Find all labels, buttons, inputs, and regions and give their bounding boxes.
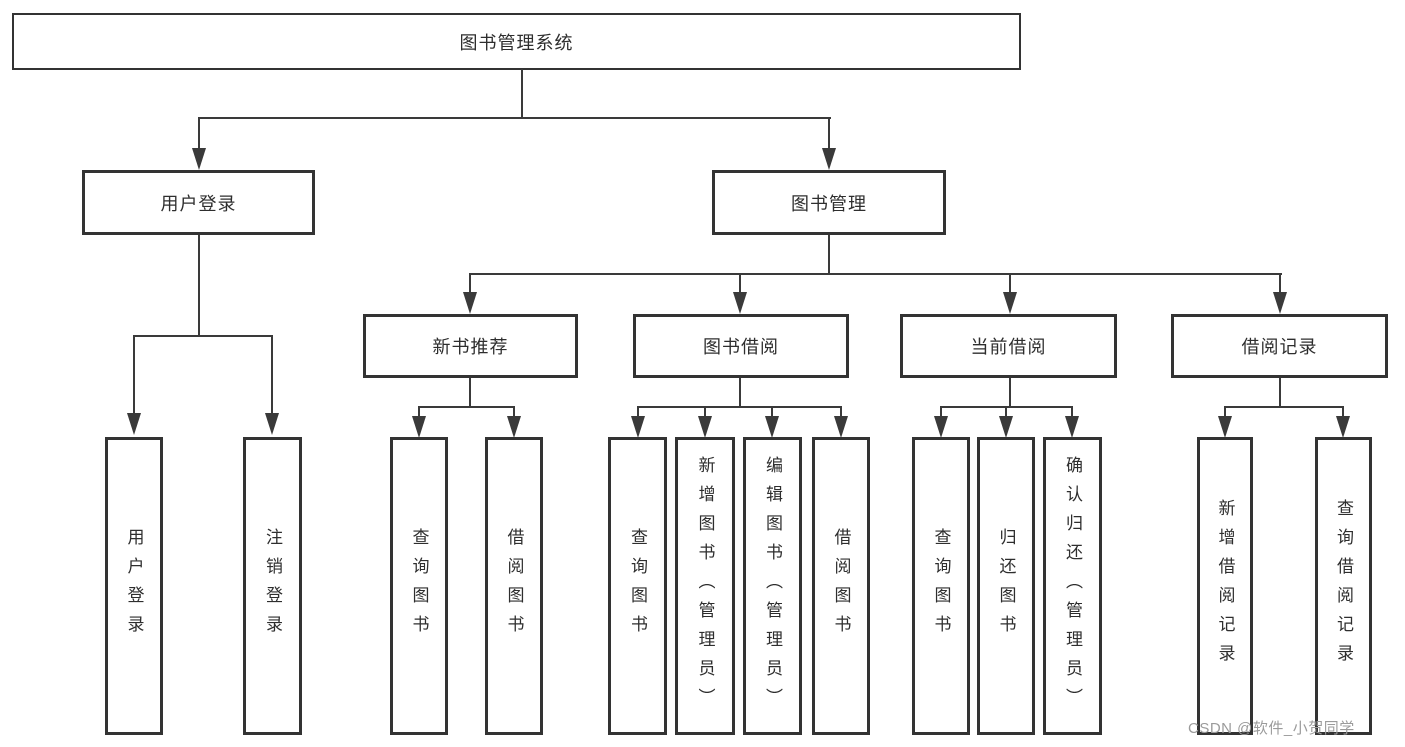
connector-arrow-shaft — [513, 406, 515, 418]
arrow-head — [1003, 292, 1017, 314]
arrow-head — [1336, 416, 1350, 438]
leaf-logout-label: 注销登录 — [263, 528, 282, 644]
connector-userlogin-span — [133, 335, 273, 337]
node-library-system-label: 图书管理系统 — [459, 32, 574, 53]
node-borrow-records: 借阅记录 — [1171, 314, 1388, 378]
leaf-query-borrow-record-label: 查询借阅记录 — [1334, 499, 1353, 673]
arrow-head — [127, 413, 141, 435]
node-user-login-branch: 用户登录 — [82, 170, 315, 235]
node-current-borrow-label: 当前借阅 — [970, 337, 1047, 357]
arrow-head — [265, 413, 279, 435]
leaf-return-books: 归还图书 — [977, 437, 1035, 735]
leaf-logout: 注销登录 — [243, 437, 302, 735]
leaf-query-borrow-record: 查询借阅记录 — [1315, 437, 1372, 735]
leaf-borrow-books-label: 借阅图书 — [831, 528, 851, 644]
node-book-borrow: 图书借阅 — [633, 314, 849, 378]
connector-arrow-shaft — [828, 117, 830, 150]
leaf-confirm-return-admin-label: 确认归还（管理员） — [1063, 455, 1082, 717]
leaf-confirm-return-admin: 确认归还（管理员） — [1043, 437, 1102, 735]
connector-arrow-shaft — [1005, 406, 1007, 418]
node-book-management: 图书管理 — [712, 170, 946, 235]
connector-group-drop — [739, 378, 741, 408]
arrow-head — [192, 148, 206, 170]
node-new-book-recommend: 新书推荐 — [363, 314, 578, 378]
leaf-query-books-recommend: 查询图书 — [390, 437, 448, 735]
node-new-book-recommend-label: 新书推荐 — [432, 337, 509, 357]
leaf-edit-books-admin: 编辑图书（管理员） — [743, 437, 802, 735]
leaf-borrow-books-recommend: 借阅图书 — [485, 437, 543, 735]
leaf-add-books-admin-label: 新增图书（管理员） — [695, 455, 715, 717]
arrow-head — [698, 416, 712, 438]
connector-bookmgmt-span — [469, 273, 1282, 275]
connector-arrow-shaft — [704, 406, 706, 418]
connector-arrow-shaft — [1009, 273, 1011, 294]
leaf-borrow-books: 借阅图书 — [812, 437, 870, 735]
leaf-add-books-admin: 新增图书（管理员） — [675, 437, 735, 735]
connector-userlogin-drop — [198, 235, 200, 337]
connector-arrow-shaft — [739, 273, 741, 294]
leaf-borrow-books-recommend-label: 借阅图书 — [504, 528, 524, 644]
connector-group-span — [637, 406, 842, 408]
arrow-head — [934, 416, 948, 438]
leaf-add-borrow-record: 新增借阅记录 — [1197, 437, 1253, 735]
arrow-head — [1065, 416, 1079, 438]
connector-arrow-shaft — [940, 406, 942, 418]
connector-arrow-shaft — [771, 406, 773, 418]
leaf-query-books-recommend-label: 查询图书 — [409, 528, 429, 644]
connector-group-drop — [1009, 378, 1011, 408]
leaf-query-books-borrow-label: 查询图书 — [628, 528, 647, 644]
node-library-system: 图书管理系统 — [12, 13, 1021, 70]
connector-group-drop — [1279, 378, 1281, 408]
leaf-return-books-label: 归还图书 — [996, 528, 1016, 644]
arrow-head — [834, 416, 848, 438]
connector-arrow-shaft — [198, 117, 200, 150]
arrow-head — [1273, 292, 1287, 314]
connector-group-drop — [469, 378, 471, 408]
leaf-query-books-borrow: 查询图书 — [608, 437, 667, 735]
node-book-management-label: 图书管理 — [791, 193, 867, 214]
connector-arrow-shaft — [1224, 406, 1226, 418]
connector-arrow-shaft — [1071, 406, 1073, 418]
connector-arrow-shaft — [418, 406, 420, 418]
arrow-head — [631, 416, 645, 438]
node-book-borrow-label: 图书借阅 — [703, 337, 779, 357]
connector-arrow-shaft — [1342, 406, 1344, 418]
arrow-head — [463, 292, 477, 314]
connector-group-span — [418, 406, 515, 408]
node-current-borrow: 当前借阅 — [900, 314, 1117, 378]
leaf-edit-books-admin-label: 编辑图书（管理员） — [763, 455, 782, 717]
arrow-head — [412, 416, 426, 438]
leaf-add-borrow-record-label: 新增借阅记录 — [1215, 499, 1235, 673]
arrow-head — [999, 416, 1013, 438]
arrow-head — [733, 292, 747, 314]
arrow-head — [765, 416, 779, 438]
arrow-head — [822, 148, 836, 170]
leaf-query-books-current-label: 查询图书 — [931, 528, 951, 644]
connector-arrow-shaft — [637, 406, 639, 418]
connector-arrow-shaft — [469, 273, 471, 294]
leaf-user-login-label: 用户登录 — [124, 528, 144, 644]
arrow-head — [507, 416, 521, 438]
connector-arrow-shaft — [133, 335, 135, 415]
node-borrow-records-label: 借阅记录 — [1241, 337, 1318, 357]
connector-group-span — [1224, 406, 1344, 408]
connector-arrow-shaft — [271, 335, 273, 415]
connector-arrow-shaft — [840, 406, 842, 418]
connector-root-span — [198, 117, 831, 119]
node-user-login-branch-label: 用户登录 — [160, 193, 237, 214]
connector-arrow-shaft — [1279, 273, 1281, 294]
leaf-user-login: 用户登录 — [105, 437, 163, 735]
arrow-head — [1218, 416, 1232, 438]
connector-root-drop — [521, 69, 523, 119]
connector-bookmgmt-drop — [828, 235, 830, 275]
csdn-watermark: CSDN @软件_小贺同学 — [1188, 720, 1355, 737]
leaf-query-books-current: 查询图书 — [912, 437, 970, 735]
